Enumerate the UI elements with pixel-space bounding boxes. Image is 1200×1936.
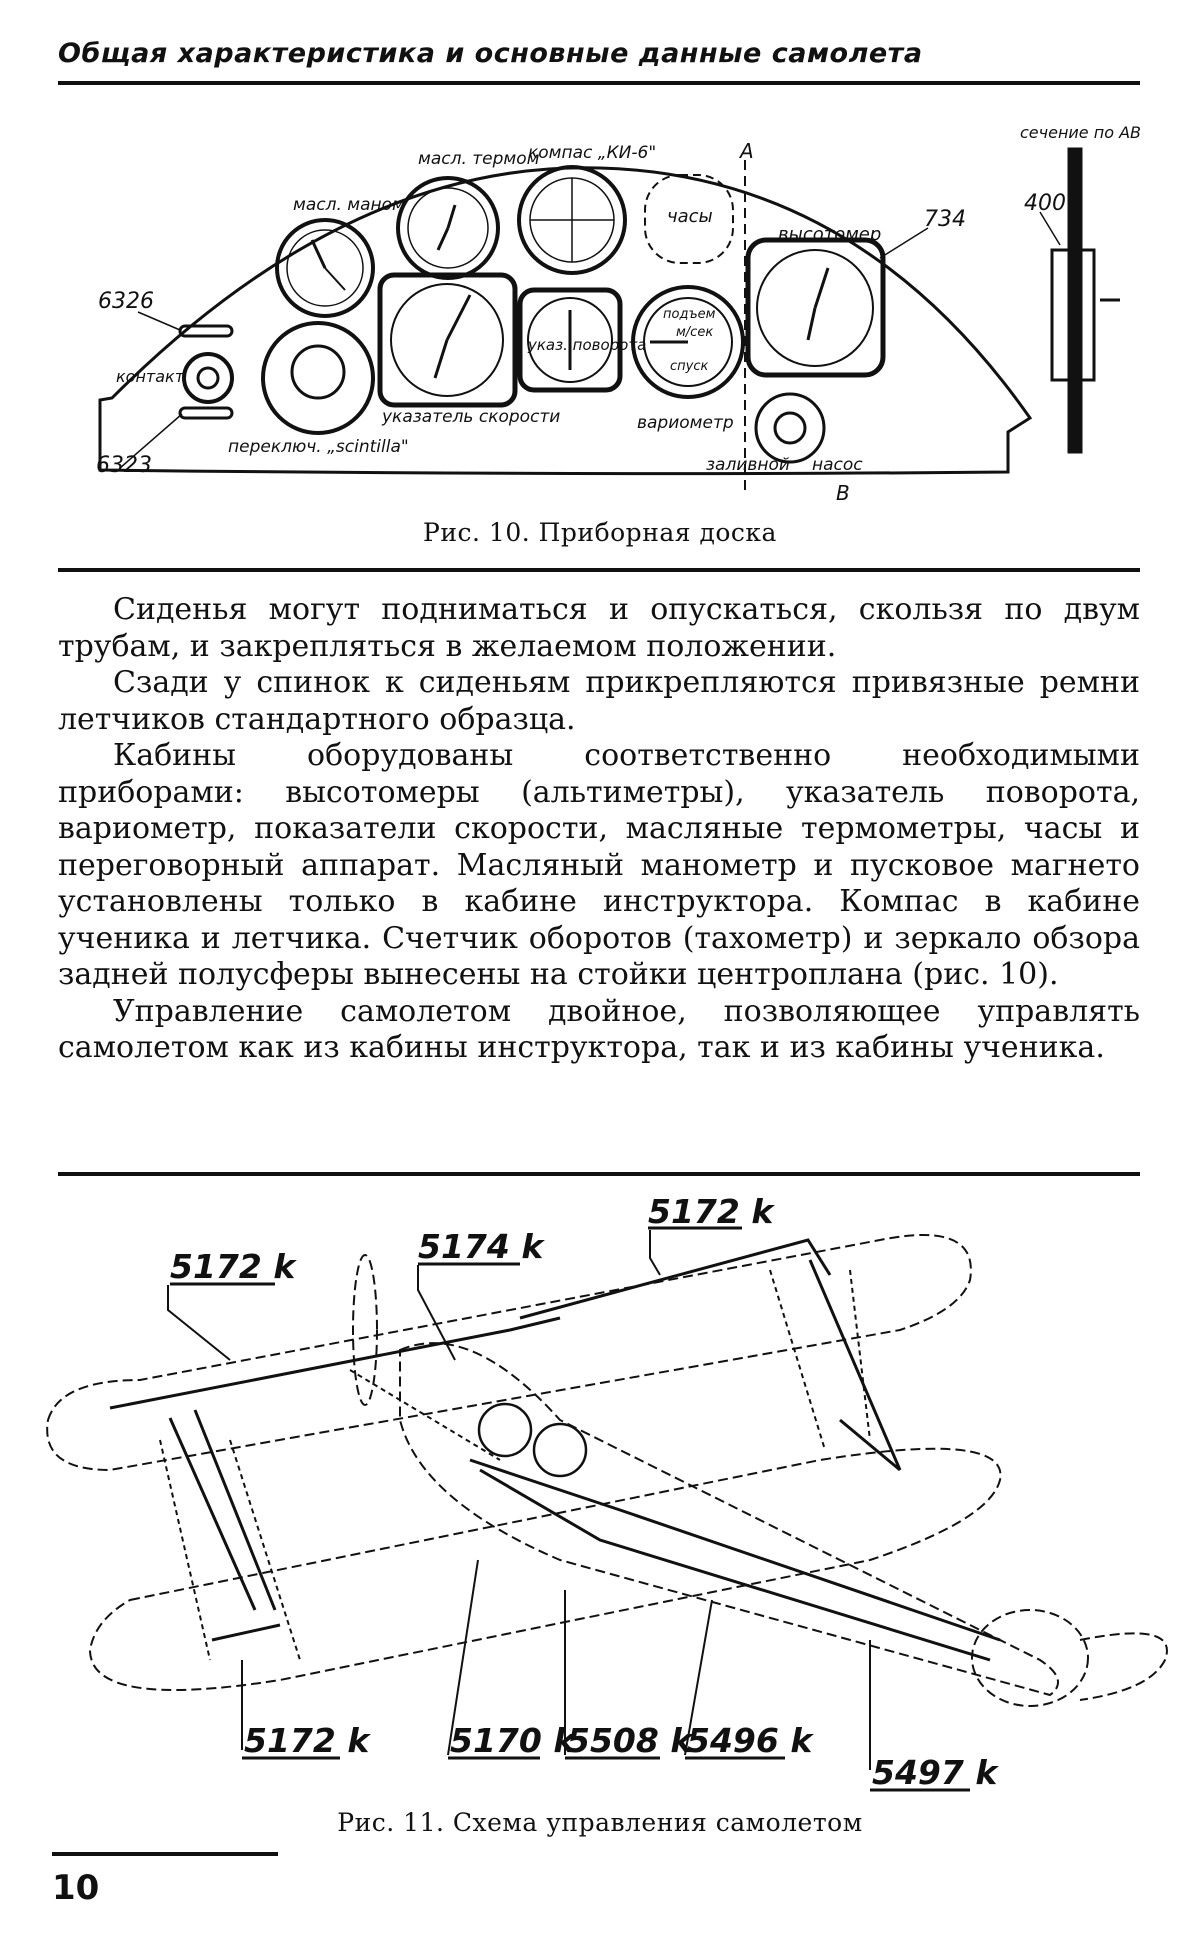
running-header: Общая характеристика и основные данные с…: [58, 38, 923, 69]
compass-gauge: [517, 165, 627, 275]
label-speed-indicator: указатель скорости: [381, 407, 560, 427]
label-vario-lower: спуск: [670, 359, 708, 374]
label-clock: часы: [667, 206, 713, 227]
label-primer: заливной: [706, 455, 790, 475]
clock-dashed: [644, 174, 734, 264]
oil-manometer-gauge: [275, 218, 375, 318]
oil-thermometer-gauge: [396, 176, 500, 280]
body-text: Сиденья могут подниматься и опускаться, …: [58, 592, 1140, 1067]
paragraph-1: Сиденья могут подниматься и опускаться, …: [58, 592, 1140, 664]
figure-11-caption: Рис. 11. Схема управления самолетом: [337, 1808, 863, 1837]
label-section-b: В: [836, 481, 850, 505]
label-switch: переключ. „scintilla": [228, 437, 409, 457]
primer-pump: [754, 392, 826, 464]
label-vario-upper: подъем: [663, 307, 716, 322]
label-ref-400: 400: [1024, 191, 1066, 216]
page-number: 10: [52, 1868, 100, 1908]
paragraph-2: Сзади у спинок к сиденьям прикрепляются …: [58, 665, 1140, 737]
figure-10-caption: Рис. 10. Приборная доска: [423, 518, 777, 547]
turn-indicator-gauge: [517, 287, 623, 393]
label-5174k-top-center: 5174 k: [418, 1227, 545, 1266]
magneto-switch: [261, 321, 375, 435]
label-5508k-bottom: 5508 k: [567, 1721, 694, 1760]
fuselage: [399, 1342, 1059, 1697]
label-pump: насос: [812, 455, 863, 475]
label-vario-unit: м/сек: [676, 325, 713, 340]
label-5172k-top-left: 5172 k: [170, 1247, 297, 1286]
label-5172k-bottom: 5172 k: [244, 1721, 371, 1760]
label-compass: компас „КИ-6": [528, 143, 656, 163]
label-ref-6326: 6326: [98, 289, 154, 314]
upper-wing: [46, 1234, 972, 1472]
label-variometer: вариометр: [637, 413, 734, 433]
paragraph-3: Кабины оборудованы соответственно необхо…: [58, 738, 1140, 992]
label-altimeter: высотомер: [778, 224, 881, 245]
altimeter-gauge: [745, 237, 886, 378]
section-view: [1050, 147, 1120, 454]
footer-rule: [52, 1852, 278, 1856]
label-5170k-bottom: 5170 k: [450, 1721, 577, 1760]
airspeed-indicator-gauge: [377, 272, 518, 408]
lower-wing: [88, 1447, 1002, 1691]
label-oil-manometer: масл. маном: [293, 195, 405, 215]
label-5496k-bottom: 5496 k: [687, 1721, 814, 1760]
paragraph-4: Управление самолетом двойное, позволяюще…: [58, 993, 1140, 1066]
label-5172k-top-right: 5172 k: [648, 1192, 775, 1231]
figure-11-control-scheme: 5172 k 5174 k 5172 k 5172 k 5170 k 5508 …: [46, 1192, 1168, 1792]
label-contact: контакт: [116, 367, 185, 386]
figure-10-rule: [58, 568, 1140, 572]
label-section-ab: сечение по АВ: [1020, 123, 1141, 142]
figure-11-top-rule: [58, 1172, 1140, 1176]
label-ref-734: 734: [924, 207, 966, 232]
label-5497k-bottom: 5497 k: [872, 1753, 999, 1792]
figure-10-instrument-panel: масл. термом компас „КИ-6" А сечение по …: [96, 123, 1141, 505]
label-ref-6323: 6323: [96, 453, 152, 478]
variometer-gauge: [631, 285, 745, 399]
header-rule: [58, 81, 1140, 85]
panel-outline: [98, 166, 1033, 476]
contact-switch: [178, 324, 234, 420]
label-section-a: А: [738, 139, 754, 163]
label-oil-thermometer: масл. термом: [418, 149, 540, 169]
label-turn-indicator: указ. поворота: [527, 336, 646, 354]
